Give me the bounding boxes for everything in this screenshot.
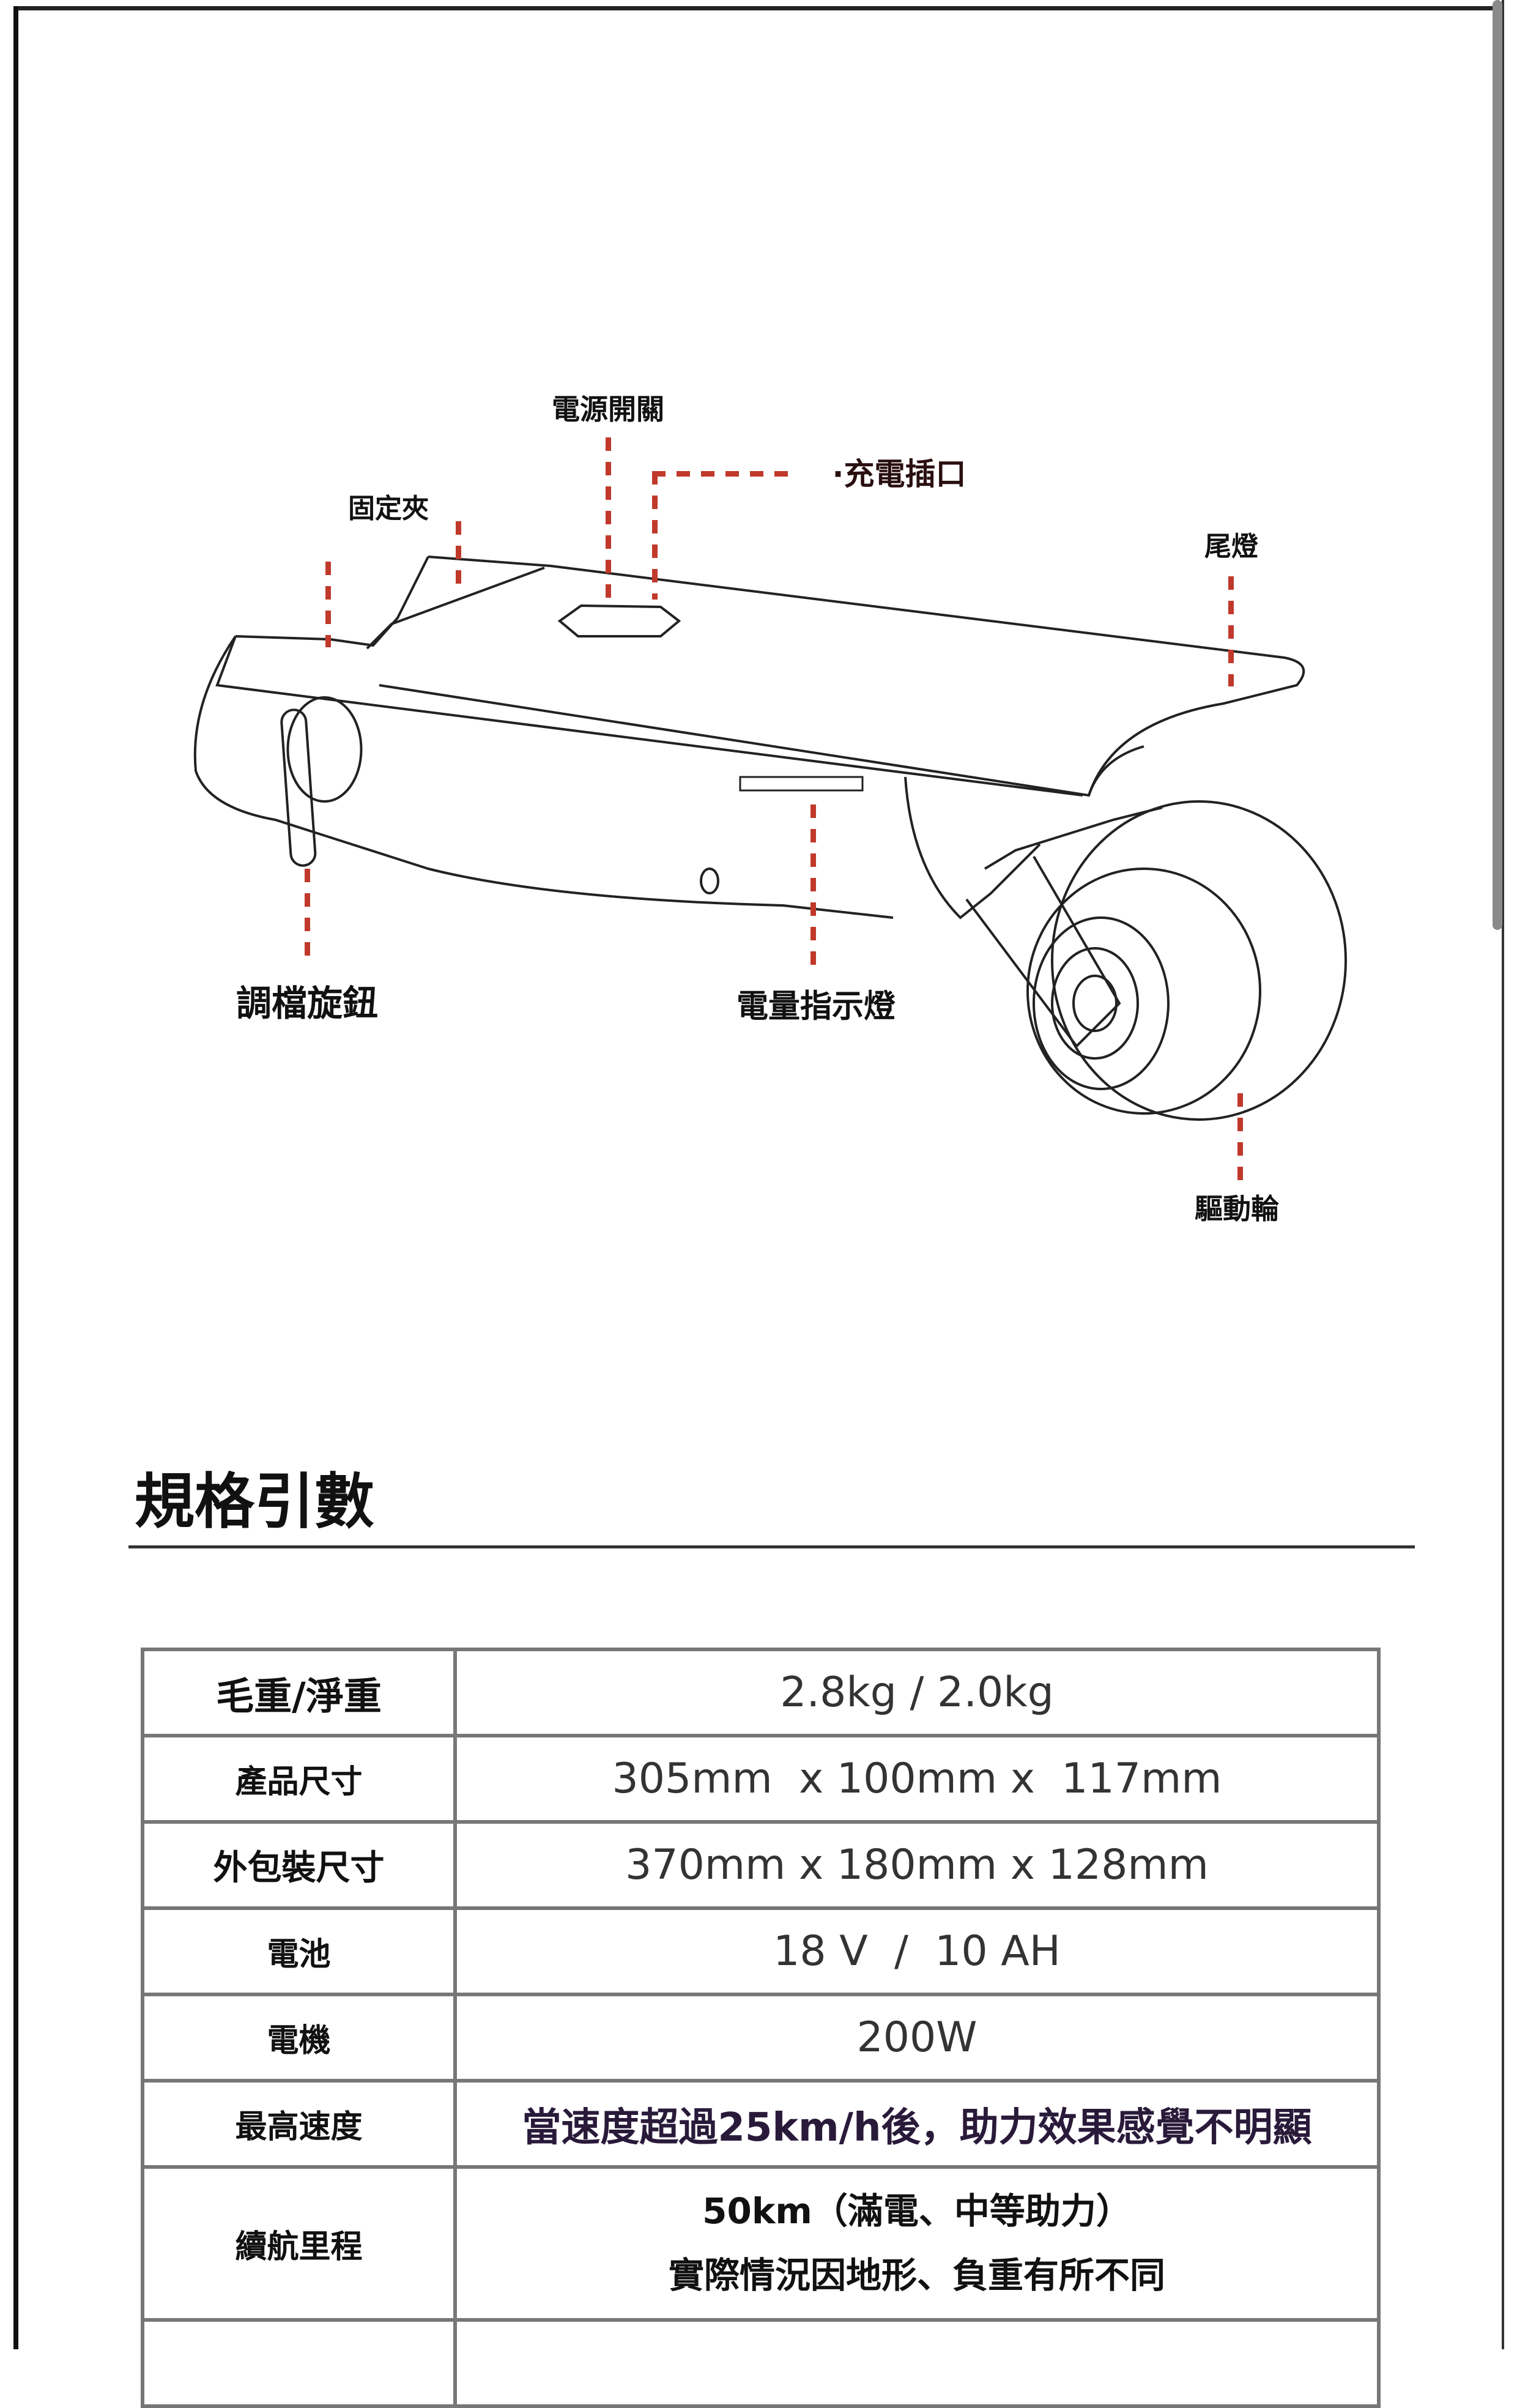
specs-title: 規格引數 — [135, 1467, 375, 1537]
device-body-drawing — [193, 556, 1347, 1121]
spec-value: 200W — [453, 1993, 1381, 2083]
callout-line-gear-knob — [305, 869, 310, 967]
label-power-switch: 電源開關 — [552, 393, 664, 426]
table-row — [141, 2318, 1381, 2408]
spec-label: 電機 — [141, 1993, 457, 2083]
spec-value: 50km（滿電、中等助力） 實際情況因地形、負重有所不同 — [453, 2165, 1381, 2322]
scrollbar-thumb[interactable] — [1493, 0, 1502, 930]
spec-label-empty — [141, 2318, 457, 2408]
callout-line-charge-port — [652, 471, 658, 600]
callout-line-drive-wheel — [1237, 1093, 1243, 1184]
frame-left-border — [13, 6, 18, 2349]
callout-line-clamp — [456, 521, 461, 589]
label-charge-port: ·充電插口 — [832, 456, 966, 492]
spec-value-line-1: 50km（滿電、中等助力） — [702, 2190, 1132, 2232]
label-battery-indicator: 電量指示燈 — [736, 988, 896, 1025]
callout-line-clamp-2 — [325, 562, 331, 647]
spec-label: 最高速度 — [141, 2079, 457, 2169]
label-drive-wheel: 驅動輪 — [1195, 1192, 1279, 1225]
spec-label: 電池 — [141, 1906, 457, 1996]
frame-top-border — [15, 6, 1496, 10]
spec-value: 18 V / 10 AH — [453, 1906, 1381, 1996]
label-gear-knob: 調檔旋鈕 — [236, 983, 379, 1024]
spec-value: 2.8kg / 2.0kg — [453, 1648, 1381, 1737]
spec-label: 續航里程 — [141, 2165, 457, 2322]
spec-value-line-2: 實際情況因地形、負重有所不同 — [668, 2254, 1165, 2296]
spec-label: 毛重/淨重 — [141, 1648, 457, 1737]
callout-line-power-switch — [606, 437, 611, 600]
callout-line-battery-indicator — [810, 805, 816, 970]
label-clamp: 固定夾 — [348, 493, 429, 524]
frame-right-border — [1502, 0, 1504, 2349]
spec-value: 305mm x 100mm x 117mm — [453, 1734, 1381, 1824]
table-row: 最高速度當速度超過25km/h後，助力效果感覺不明顯 — [141, 2079, 1381, 2169]
label-tail-light: 尾燈 — [1204, 531, 1258, 562]
callout-line-charge-port-h — [652, 471, 790, 477]
spec-value: 當速度超過25km/h後，助力效果感覺不明顯 — [453, 2079, 1381, 2169]
spec-label: 外包裝尺寸 — [141, 1820, 457, 1910]
callout-line-tail-light — [1228, 576, 1234, 686]
spec-value: 370mm x 180mm x 128mm — [453, 1820, 1381, 1910]
product-diagram — [193, 556, 1347, 1121]
table-row: 續航里程 50km（滿電、中等助力） 實際情況因地形、負重有所不同 — [141, 2165, 1381, 2322]
spec-label: 產品尺寸 — [141, 1734, 457, 1824]
spec-value-empty — [453, 2318, 1381, 2408]
title-divider — [128, 1545, 1415, 1548]
